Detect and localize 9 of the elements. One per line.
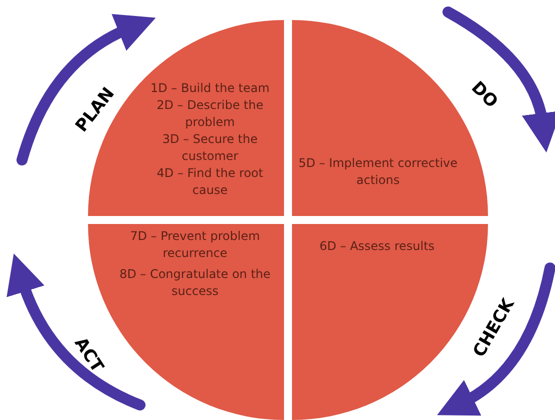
phase-label: DO [467, 78, 502, 112]
step-text: 8D – Congratulate on the success [118, 266, 272, 300]
step-text: 2D – Describe the problem [156, 97, 264, 131]
step-text: 6D – Assess results [318, 238, 436, 255]
step-text: 4D – Find the root cause [156, 165, 264, 199]
step-text: 7D – Prevent problem recurrence [129, 228, 261, 262]
step-text: 1D – Build the team [149, 80, 271, 97]
step-text: 5D – Implement corrective actions [298, 155, 458, 189]
step-text: 3D – Secure the customer [161, 131, 259, 165]
